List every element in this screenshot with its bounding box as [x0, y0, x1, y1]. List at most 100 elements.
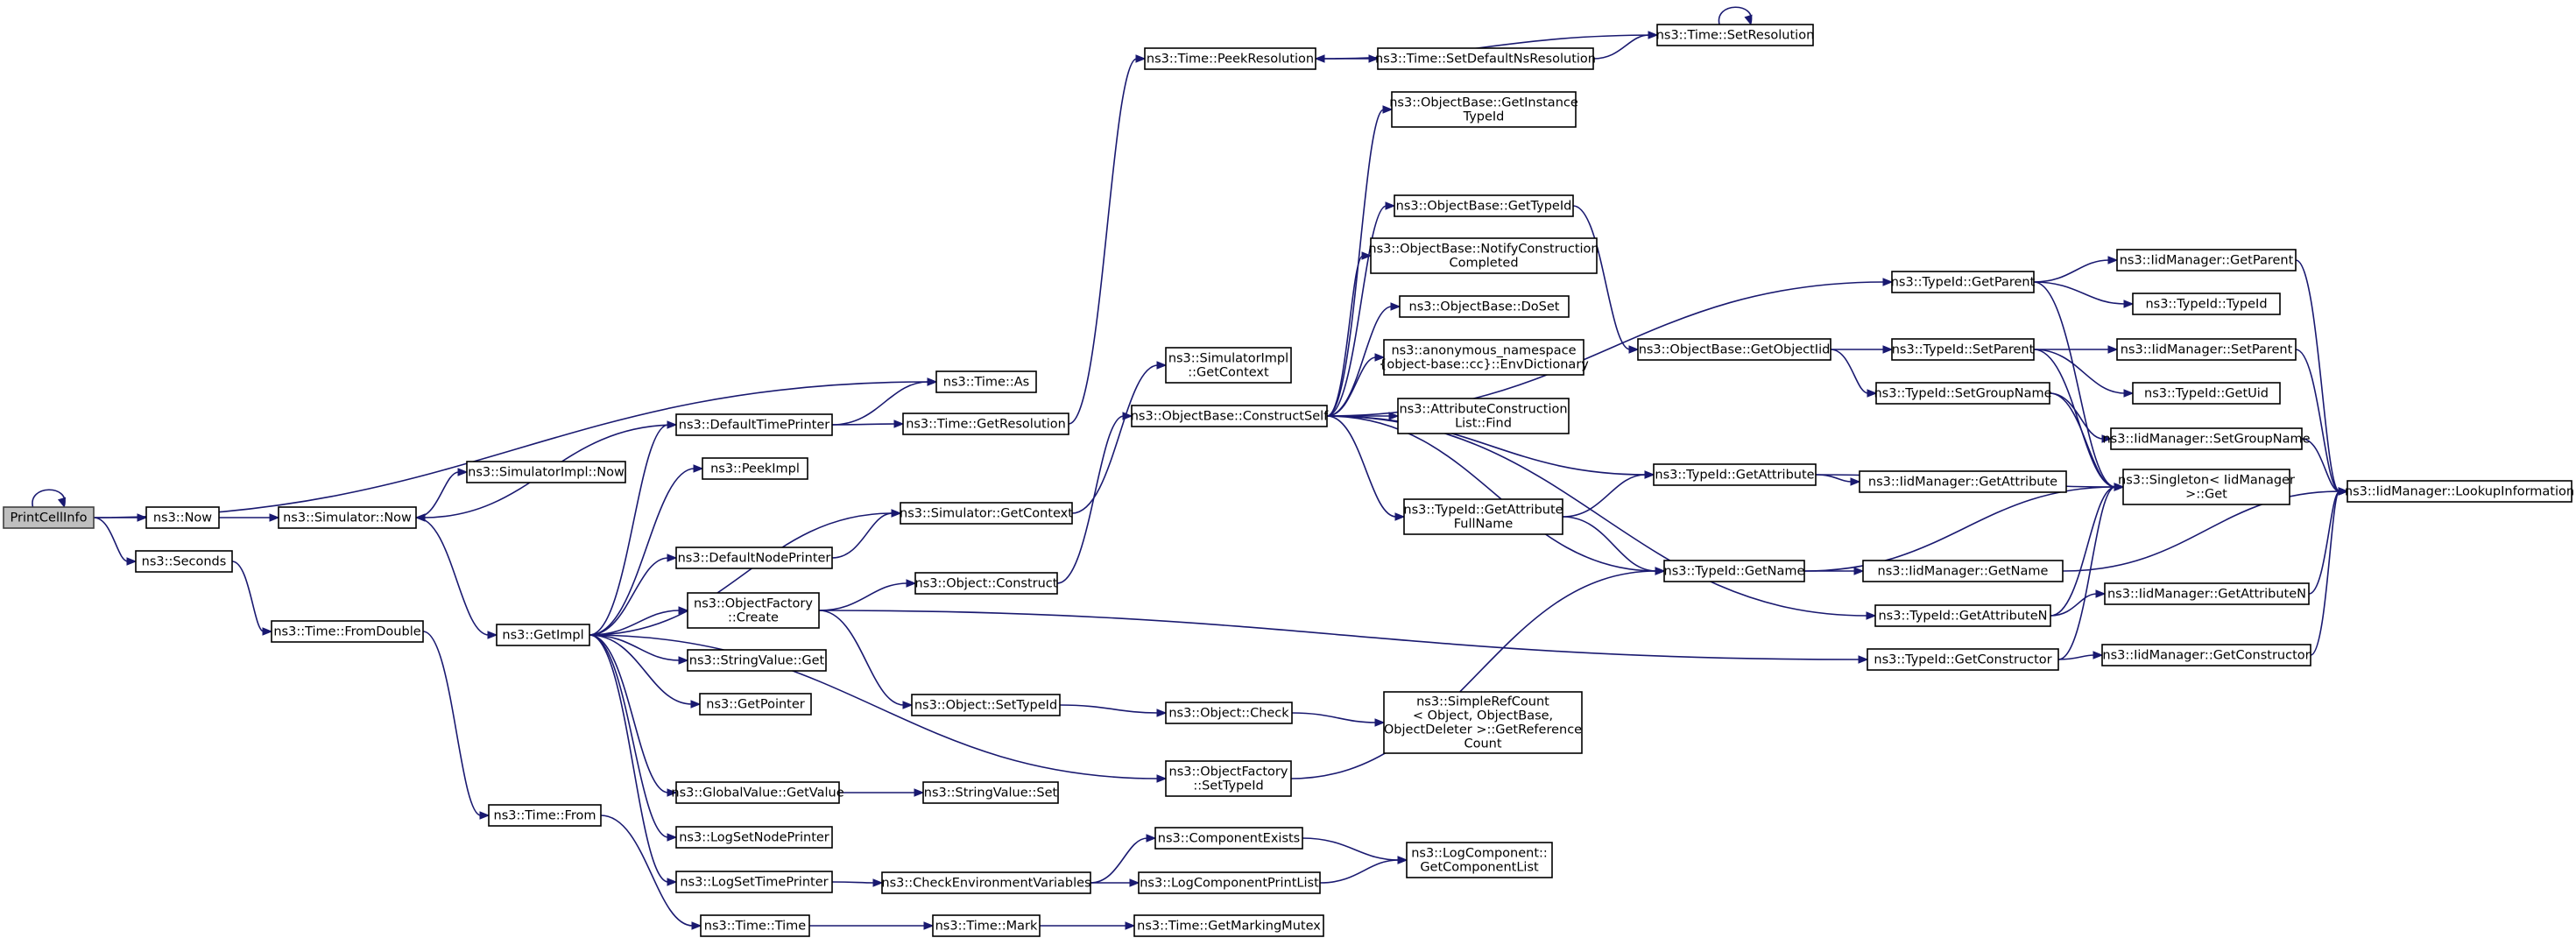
- node-tiget-attribute-n[interactable]: ns3::TypeId::GetAttributeN: [1874, 604, 2051, 627]
- node-tiset-group-name[interactable]: ns3::TypeId::SetGroupName: [1874, 382, 2052, 405]
- edge-get-impl-to-peek-impl: [589, 468, 695, 636]
- node-default-node-printer[interactable]: ns3::DefaultNodePrinter: [675, 547, 833, 569]
- node-get-component-list[interactable]: ns3::LogComponent::GetComponentList: [1406, 842, 1553, 878]
- edge-iid-get-constructor-to-lookup-information: [2310, 490, 2340, 656]
- node-iid-set-parent[interactable]: ns3::IidManager::SetParent: [2116, 338, 2297, 361]
- node-obj-construct[interactable]: ns3::Object::Construct: [914, 572, 1058, 595]
- arrowhead: [479, 811, 490, 820]
- edge-tiget-attribute-to-iid-get-attribute: [1815, 474, 1853, 483]
- node-box: [699, 693, 812, 716]
- node-box: [675, 871, 833, 893]
- node-lookup-information[interactable]: ns3::IidManager::LookupInformation: [2345, 480, 2574, 503]
- node-time-as[interactable]: ns3::Time::As: [935, 370, 1037, 393]
- node-label: TypeId: [1463, 110, 1505, 124]
- edge-get-impl-to-log-set-node-printer: [589, 634, 669, 838]
- edge-iid-get-parent-to-lookup-information: [2295, 259, 2340, 492]
- node-get-object-iid[interactable]: ns3::ObjectBase::GetObjectIid: [1637, 338, 1831, 361]
- node-iid-set-group-name[interactable]: ns3::IidManager::SetGroupName: [2102, 427, 2311, 450]
- node-default-time-printer[interactable]: ns3::DefaultTimePrinter: [675, 413, 833, 436]
- node-tiget-parent[interactable]: ns3::TypeId::GetParent: [1891, 271, 2036, 293]
- node-simple-ref-count[interactable]: ns3::SimpleRefCount< Object, ObjectBase,…: [1383, 691, 1583, 754]
- node-construct-self[interactable]: ns3::ObjectBase::ConstructSelf: [1131, 405, 1329, 427]
- node-peek-resolution[interactable]: ns3::Time::PeekResolution: [1144, 47, 1316, 70]
- arrowhead: [2093, 651, 2104, 659]
- arrowhead: [1361, 251, 1373, 260]
- arrowhead: [1156, 361, 1168, 370]
- arrowhead: [691, 921, 702, 930]
- node-tiset-parent[interactable]: ns3::TypeId::SetParent: [1891, 338, 2035, 361]
- node-label: Completed: [1449, 257, 1518, 271]
- node-ofset-type-id[interactable]: ns3::ObjectFactory::SetTypeId: [1165, 760, 1292, 797]
- node-box: [700, 914, 810, 937]
- node-iid-get-parent[interactable]: ns3::IidManager::GetParent: [2116, 249, 2297, 272]
- node-log-set-node-printer[interactable]: ns3::LogSetNodePrinter: [675, 826, 833, 849]
- node-ofcreate[interactable]: ns3::ObjectFactory::Create: [687, 592, 820, 629]
- node-label: ns3::Simulator::GetContext: [900, 507, 1073, 521]
- node-iid-get-attribute[interactable]: ns3::IidManager::GetAttribute: [1859, 470, 2067, 493]
- node-obj-set-type-id[interactable]: ns3::Object::SetTypeId: [911, 694, 1061, 716]
- node-peek-impl[interactable]: ns3::PeekImpl: [702, 457, 808, 480]
- node-get-impl[interactable]: ns3::GetImpl: [496, 624, 590, 646]
- node-label: ns3::SimulatorImpl: [1168, 352, 1288, 366]
- node-set-resolution[interactable]: ns3::Time::SetResolution: [1656, 24, 1815, 46]
- edge-construct-self-to-notify-construction-completed: [1326, 255, 1364, 417]
- node-log-component-print-list[interactable]: ns3::LogComponentPrintList: [1138, 871, 1321, 894]
- arrowhead: [2107, 256, 2119, 264]
- arrowhead: [1374, 718, 1386, 727]
- node-tiget-name[interactable]: ns3::TypeId::GetName: [1663, 560, 1805, 582]
- arrowhead: [457, 468, 469, 476]
- node-notify-construction-completed[interactable]: ns3::ObjectBase::NotifyConstructionCompl…: [1368, 237, 1599, 274]
- node-set-default-ns-resolution[interactable]: ns3::Time::SetDefaultNsResolution: [1375, 47, 1596, 70]
- node-sim-get-context[interactable]: ns3::Simulator::GetContext: [900, 502, 1073, 525]
- node-check-env-vars[interactable]: ns3::CheckEnvironmentVariables: [881, 871, 1091, 894]
- node-print-cell-info[interactable]: PrintCellInfo: [3, 506, 95, 529]
- node-sim-impl-now[interactable]: ns3::SimulatorImpl::Now: [466, 461, 626, 483]
- node-string-value-get[interactable]: ns3::StringValue::Get: [687, 649, 827, 672]
- arrowhead: [667, 554, 678, 562]
- node-from-double[interactable]: ns3::Time::FromDouble: [271, 620, 424, 643]
- node-gvget-value[interactable]: ns3::GlobalValue::GetValue: [671, 781, 844, 804]
- node-simulator-now[interactable]: ns3::Simulator::Now: [278, 506, 417, 529]
- node-string-value-set[interactable]: ns3::StringValue::Set: [922, 781, 1059, 804]
- node-label: < Object, ObjectBase,: [1413, 709, 1553, 723]
- node-titype-id[interactable]: ns3::TypeId::TypeId: [2132, 293, 2281, 315]
- arrowhead: [487, 631, 498, 639]
- node-box: [1165, 760, 1292, 797]
- node-time-time[interactable]: ns3::Time::Time: [700, 914, 810, 937]
- node-label: ns3::Time::As: [943, 376, 1029, 390]
- node-singleton-get[interactable]: ns3::Singleton< IidManager>::Get: [2118, 469, 2295, 505]
- node-label: ns3::CheckEnvironmentVariables: [881, 877, 1090, 891]
- node-get-resolution[interactable]: ns3::Time::GetResolution: [902, 413, 1069, 435]
- node-time-mark[interactable]: ns3::Time::Mark: [932, 914, 1041, 937]
- node-now[interactable]: ns3::Now: [145, 506, 220, 529]
- node-obj-check[interactable]: ns3::Object::Check: [1165, 702, 1293, 724]
- node-label: PrintCellInfo: [11, 511, 88, 525]
- node-seconds[interactable]: ns3::Seconds: [135, 550, 233, 573]
- node-component-exists[interactable]: ns3::ComponentExists: [1154, 827, 1303, 850]
- node-box: [1874, 604, 2051, 627]
- node-label: ns3::GlobalValue::GetValue: [671, 786, 843, 800]
- node-tiget-constructor[interactable]: ns3::TypeId::GetConstructor: [1867, 648, 2059, 671]
- node-tiget-attribute[interactable]: ns3::TypeId::GetAttribute: [1653, 463, 1817, 486]
- node-tiget-uid[interactable]: ns3::TypeId::GetUid: [2132, 382, 2281, 405]
- node-obget-type-id[interactable]: ns3::ObjectBase::GetTypeId: [1394, 194, 1574, 217]
- node-get-marking-mutex[interactable]: ns3::Time::GetMarkingMutex: [1133, 914, 1324, 937]
- edge-print-cell-info-to-seconds: [93, 517, 129, 562]
- arrowhead: [2123, 389, 2135, 398]
- node-time-from[interactable]: ns3::Time::From: [488, 804, 602, 827]
- node-iid-get-name[interactable]: ns3::IidManager::GetName: [1862, 560, 2064, 582]
- node-box: [1399, 295, 1570, 318]
- node-label: ns3::TypeId::SetGroupName: [1874, 387, 2051, 401]
- arrowhead: [1397, 856, 1408, 864]
- node-env-dictionary[interactable]: ns3::anonymous_namespace{object-base::cc…: [1379, 339, 1589, 376]
- node-get-pointer[interactable]: ns3::GetPointer: [699, 693, 812, 716]
- edge-obj-set-type-id-to-obj-check: [1059, 704, 1159, 714]
- node-sim-impl-get-context[interactable]: ns3::SimulatorImpl::GetContext: [1165, 347, 1292, 384]
- node-iid-get-constructor[interactable]: ns3::IidManager::GetConstructor: [2101, 644, 2311, 666]
- node-obdo-set[interactable]: ns3::ObjectBase::DoSet: [1399, 295, 1570, 318]
- node-iid-get-attribute-n[interactable]: ns3::IidManager::GetAttributeN: [2104, 582, 2310, 605]
- node-log-set-time-printer[interactable]: ns3::LogSetTimePrinter: [675, 871, 833, 893]
